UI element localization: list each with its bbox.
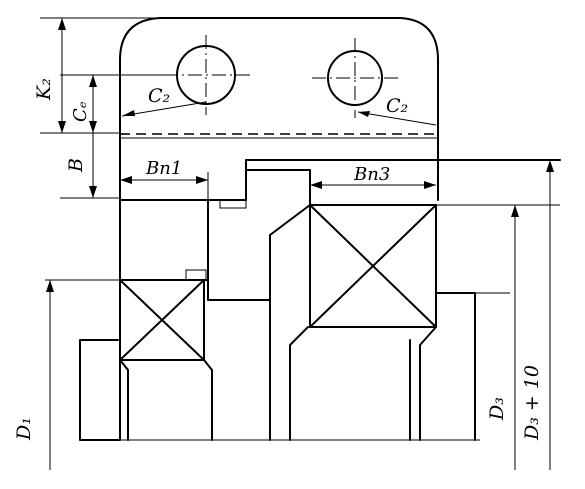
shaft-lower-left-inner [119, 359, 129, 441]
label-c2-right: C₂ [386, 95, 408, 117]
label-c2-left: C₂ [148, 85, 170, 107]
label-k2: K₂ [33, 78, 55, 101]
shaft-step [289, 326, 309, 441]
bolt-hole-left [164, 35, 252, 115]
label-b: B [65, 158, 87, 173]
label-bp3: Bп3 [353, 164, 390, 185]
label-d3: D₃ [486, 397, 508, 421]
label-ce: Cₑ [70, 101, 91, 122]
label-d1: D₁ [13, 417, 35, 441]
right-bearing [309, 204, 437, 328]
shaft-center [203, 299, 271, 441]
label-d3-plus-10: D₃ + 10 [521, 365, 543, 441]
bolt-hole-right [312, 38, 400, 118]
left-housing-section [119, 199, 209, 281]
shaft-lower-right [409, 292, 476, 441]
shaft-lower-left [79, 339, 121, 441]
housing-outline [119, 17, 439, 201]
left-bearing [119, 279, 205, 361]
c2-right-dimension-line [357, 111, 437, 126]
c2-left-dimension-line [121, 101, 207, 117]
gear-section-hatched [207, 169, 311, 301]
label-bp1: Bп1 [145, 158, 182, 179]
